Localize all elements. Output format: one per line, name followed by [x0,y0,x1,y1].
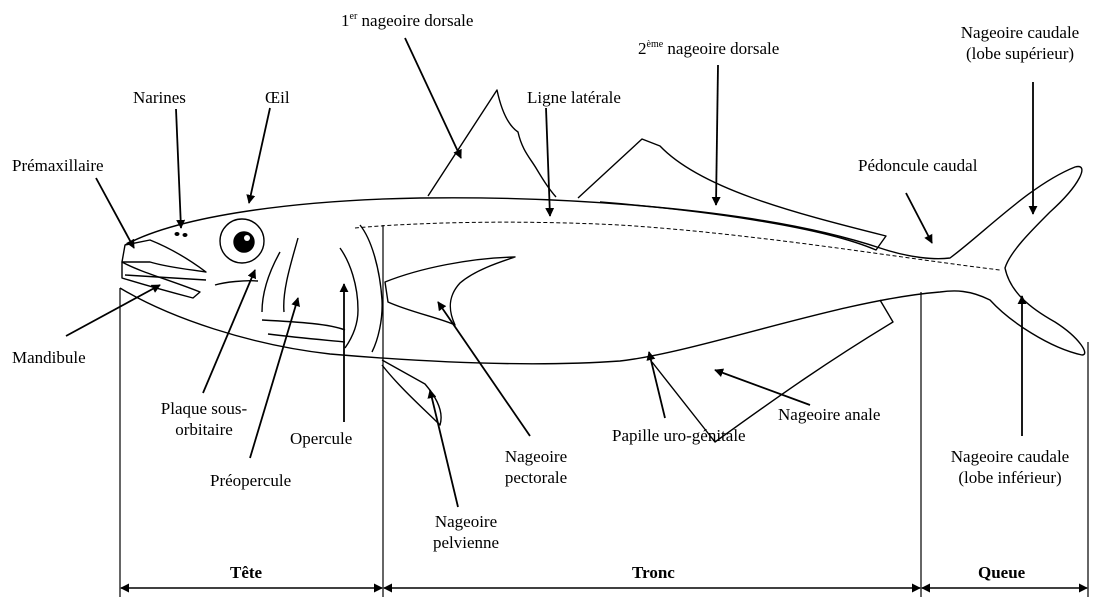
label-caudal-upper-line1: Nageoire caudale [940,22,1100,43]
arrow-mandibule [66,285,160,336]
label-ligne-laterale: Ligne latérale [527,87,621,108]
arrow-premaxillaire [96,178,134,248]
label-second-dorsal-text: nageoire dorsale [667,39,779,58]
operculum-outline [360,225,382,352]
label-pectorale-line2: pectorale [476,467,596,488]
lateral-line [355,222,1000,270]
label-nageoire-anale: Nageoire anale [778,404,880,425]
label-premaxillaire: Prémaxillaire [12,155,104,176]
arrow-oeil [249,108,270,203]
fish-body [120,167,1085,364]
label-papille-uro-genitale: Papille uro-génitale [612,425,746,446]
arrow-pedoncule [906,193,932,243]
label-caudal-upper: Nageoire caudale (lobe supérieur) [940,22,1100,64]
label-plaque-line1: Plaque sous- [124,398,284,419]
segment-tronc: Tronc [632,563,675,583]
label-caudal-lower: Nageoire caudale (lobe inférieur) [920,446,1100,488]
arrow-narines [176,109,181,228]
arrow-papille [649,352,665,418]
label-nageoire-pelvienne: Nageoire pelvienne [406,511,526,553]
label-first-dorsal-text: nageoire dorsale [362,11,474,30]
label-pedoncule-caudal: Pédoncule caudal [858,155,977,176]
label-first-dorsal-num: 1 [341,11,350,30]
label-preopercule: Préopercule [210,470,291,491]
label-pelvienne-line2: pelvienne [406,532,526,553]
label-caudal-upper-line2: (lobe supérieur) [940,43,1100,64]
nostril [175,232,180,236]
second-dorsal-fin [578,139,886,250]
label-second-dorsal-num: 2 [638,39,647,58]
label-mandibule: Mandibule [12,347,86,368]
label-narines: Narines [133,87,186,108]
arrow-dorsal1 [405,38,461,158]
label-caudal-lower-line2: (lobe inférieur) [920,467,1100,488]
arrow-pelvienne [430,390,458,507]
label-oeil: Œil [265,87,290,108]
label-pelvienne-line1: Nageoire [406,511,526,532]
pectoral-fin [385,257,515,325]
label-plaque-sous-orbitaire: Plaque sous- orbitaire [124,398,284,440]
arrow-pectorale [438,302,530,436]
label-first-dorsal-sup: er [350,11,358,22]
label-nageoire-pectorale: Nageoire pectorale [476,446,596,488]
label-second-dorsal-fin: 2ème nageoire dorsale [638,38,779,59]
pelvic-fin [382,360,441,425]
label-plaque-line2: orbitaire [124,419,284,440]
segment-queue: Queue [978,563,1025,583]
label-first-dorsal-fin: 1er nageoire dorsale [341,10,473,31]
segment-tete: Tête [230,563,262,583]
label-caudal-lower-line1: Nageoire caudale [920,446,1100,467]
nostril [183,233,188,237]
label-second-dorsal-sup: ème [647,39,664,50]
label-pectorale-line1: Nageoire [476,446,596,467]
suborbital-plate [215,281,258,285]
arrow-anale [715,370,810,405]
label-opercule: Opercule [290,428,352,449]
arrow-plaque [203,270,255,393]
